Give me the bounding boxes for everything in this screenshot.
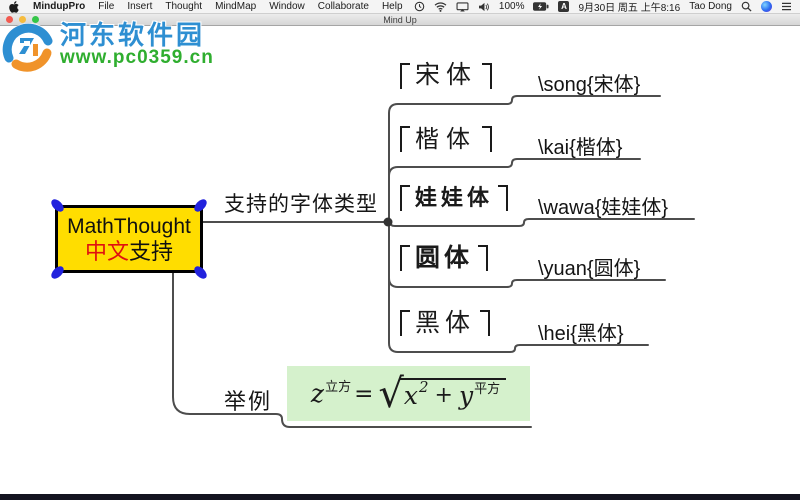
battery-icon (533, 2, 549, 11)
example-branch-label[interactable]: 举例 (224, 389, 273, 414)
wifi-icon[interactable] (434, 1, 447, 12)
corner-bracket-right-icon (498, 185, 509, 211)
font-node-hei[interactable]: 黑体 (400, 309, 491, 337)
menu-item-insert[interactable]: Insert (127, 1, 153, 12)
font-node-label: 黑体 (415, 309, 476, 337)
menu-item-mindmap[interactable]: MindMap (215, 1, 257, 12)
root-node[interactable]: MathThought 中文支持 (49, 197, 209, 281)
menu-bar-left: MindupPro File Insert Thought MindMap Wi… (0, 0, 403, 13)
font-node-wawa[interactable]: 娃娃体 (400, 184, 509, 212)
menu-bar-status: 100% A 9月30日 周五 上午8:16 Tao Dong (414, 0, 800, 14)
input-source-icon[interactable]: A (558, 1, 570, 12)
font-node-label: 圆体 (415, 244, 474, 272)
corner-bracket-right-icon (478, 245, 489, 271)
connector-lines (172, 95, 695, 428)
notification-center-icon[interactable] (781, 2, 792, 11)
menu-bar: MindupPro File Insert Thought MindMap Wi… (0, 0, 800, 14)
corner-bracket-left-icon (400, 185, 410, 211)
window-title-bar[interactable]: Mind Up (0, 14, 800, 26)
spotlight-search-icon[interactable] (741, 1, 752, 12)
window-title: Mind Up (383, 15, 417, 25)
corner-bracket-right-icon (480, 310, 491, 336)
branch-junction-dot[interactable] (383, 217, 393, 227)
siri-icon[interactable] (761, 1, 772, 12)
menu-item-thought[interactable]: Thought (165, 1, 203, 12)
mindmap-canvas[interactable]: MathThought 中文支持 支持的字体类型 宋体 \song{宋体} 楷体… (0, 26, 800, 494)
corner-bracket-left-icon (400, 126, 410, 152)
font-node-yuan[interactable]: 圆体 (400, 244, 489, 272)
formula-x: x (403, 380, 418, 410)
font-command-yuan[interactable]: \yuan{圆体} (538, 258, 641, 280)
formula-plus: + (434, 382, 453, 408)
root-subtitle-highlight: 中文 (84, 238, 129, 264)
formula-z: z (310, 379, 325, 408)
menu-item-file[interactable]: File (98, 1, 115, 12)
battery-percent-label: 100% (498, 1, 525, 12)
formula-y: y (458, 380, 474, 410)
menu-item-window[interactable]: Window (269, 1, 305, 12)
font-command-wawa[interactable]: \wawa{娃娃体} (538, 197, 669, 219)
font-command-hei[interactable]: \hei{黑体} (538, 323, 624, 345)
font-node-label: 娃娃体 (415, 185, 494, 210)
root-node-title: MathThought (67, 214, 191, 238)
corner-bracket-right-icon (482, 126, 492, 152)
time-machine-icon[interactable] (414, 1, 425, 12)
airplay-display-icon[interactable] (456, 1, 469, 12)
root-subtitle-rest: 支持 (129, 238, 174, 264)
font-command-kai[interactable]: \kai{楷体} (538, 137, 623, 159)
close-window-button[interactable] (6, 16, 13, 23)
menu-user-name[interactable]: Tao Dong (689, 1, 732, 12)
radical-sign: √ (378, 370, 404, 417)
corner-bracket-left-icon (400, 245, 410, 271)
font-command-song[interactable]: \song{宋体} (538, 74, 641, 96)
apple-menu-icon[interactable] (9, 0, 20, 13)
corner-bracket-right-icon (482, 63, 493, 89)
menu-item-help[interactable]: Help (381, 1, 403, 12)
zoom-window-button[interactable] (32, 16, 39, 23)
fonts-branch-label[interactable]: 支持的字体类型 (224, 193, 378, 216)
menu-item-collaborate[interactable]: Collaborate (317, 1, 369, 12)
corner-bracket-left-icon (400, 63, 410, 89)
menu-datetime[interactable]: 9月30日 周五 上午8:16 (578, 3, 681, 14)
font-node-kai[interactable]: 楷体 (400, 125, 492, 153)
menu-app-name[interactable]: MindupPro (33, 1, 86, 12)
formula-y-exponent: 平方 (474, 381, 501, 397)
volume-icon[interactable] (478, 2, 490, 12)
font-node-song[interactable]: 宋体 (400, 62, 493, 90)
minimize-window-button[interactable] (19, 16, 26, 23)
corner-bracket-left-icon (400, 310, 410, 336)
bottom-edge-strip (0, 494, 800, 500)
formula-z-exponent: 立方 (325, 380, 352, 395)
formula-equals: = (354, 380, 374, 407)
font-node-label: 楷体 (415, 125, 477, 153)
formula-x-exponent: 2 (418, 378, 429, 396)
root-node-subtitle: 中文支持 (85, 239, 173, 265)
font-node-label: 宋体 (415, 62, 478, 89)
